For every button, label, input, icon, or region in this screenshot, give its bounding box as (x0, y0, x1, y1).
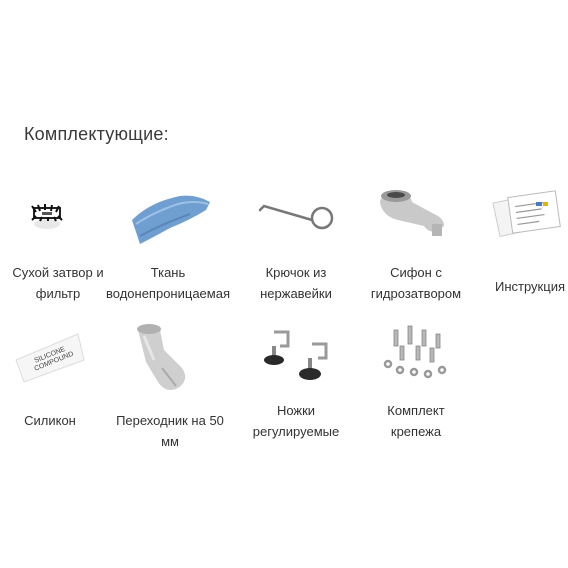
item-label-line1: Силикон (24, 413, 76, 428)
manual-icon (472, 180, 568, 270)
siphon-icon (358, 180, 474, 270)
item-label-line1: Комплект (387, 403, 445, 418)
item-label-line1: Ножки (276, 403, 316, 418)
item-label-line1: Ткань (150, 265, 186, 280)
item-label-line1: Инструкция (495, 279, 565, 294)
item-label-line2: водонепроницаемая (106, 286, 230, 301)
item-label-line2: крепежа (390, 424, 442, 439)
item-label-line2: регулируемые (252, 424, 340, 439)
item-label-line1: Крючок из (265, 265, 327, 280)
fabric-icon (110, 180, 226, 270)
page-title: Комплектующие: (24, 124, 169, 144)
adapter-pipe-icon (112, 316, 228, 406)
silicone-icon: SILICONE COMPOUND (0, 320, 108, 410)
item-label-line1: Сифон с (390, 265, 442, 280)
adjustable-feet-icon (238, 322, 354, 412)
item-label-line1: Сухой затвор и (12, 265, 104, 280)
item-label-line1: Переходник на 50 мм (116, 413, 224, 449)
hook-icon (238, 180, 354, 270)
item-label-line2: нержавейки (260, 286, 332, 301)
item-label-line2: фильтр (35, 286, 81, 301)
fasteners-icon (358, 322, 474, 412)
item-label-line2: гидрозатвором (370, 286, 462, 301)
dry-trap-filter-icon (0, 180, 116, 270)
